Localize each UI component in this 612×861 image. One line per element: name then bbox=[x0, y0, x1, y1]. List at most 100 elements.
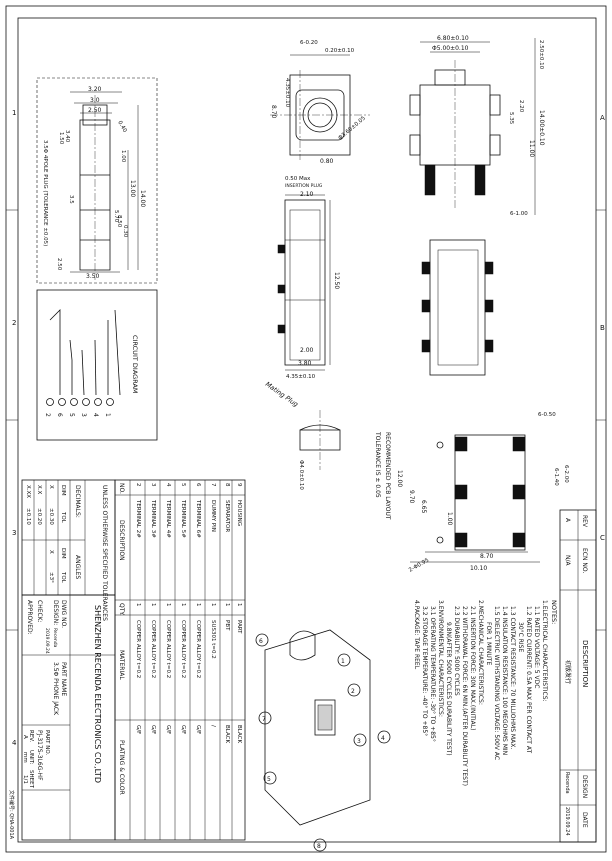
file-number: 文件编号: QHA-001A bbox=[8, 790, 15, 840]
pcb-dim-1.00: 1.00 bbox=[446, 512, 453, 526]
bom-header-material: MATERIAL bbox=[118, 650, 125, 680]
tol-r1-tol: ±0.20 bbox=[36, 508, 42, 525]
right-dim-2.20: 2.20 bbox=[518, 100, 524, 113]
front-dim-8.70: 8.70 bbox=[270, 105, 277, 119]
pcb-dim-2-phi0.95: 2-Φ0.95 bbox=[408, 557, 431, 573]
bom-cell: COPPER ALLOY t=0.2 bbox=[195, 620, 201, 678]
note-line: 4.PACKAGE: TAPE REEL bbox=[413, 600, 420, 670]
tol-r0-dim2: X bbox=[48, 550, 54, 554]
design-label: DESIGN: bbox=[52, 600, 59, 625]
callout-7: 7 bbox=[262, 716, 266, 723]
tol-h-tol2: TOL bbox=[60, 571, 66, 584]
note-line: 1.2 RATED CURRENT: 0.5A MAX PER CONTACT … bbox=[525, 606, 532, 753]
mating-plug-dim: Φ4.0±0.10 bbox=[298, 460, 304, 490]
plug-dim-8.50: 8.50 bbox=[116, 215, 122, 228]
tolerance-angles: ANGLES bbox=[74, 555, 81, 579]
tol-r0-dim: X bbox=[48, 485, 54, 489]
note-line: 3.1 OPERATING TEMPERATURE: -30° TO +85° bbox=[429, 606, 436, 742]
tolerance-decimals: DECIMALS: bbox=[74, 485, 81, 518]
dwg-no-label: DWG NO. bbox=[60, 600, 67, 628]
inner-frame bbox=[17, 17, 597, 843]
bom-cell: 2 bbox=[135, 483, 141, 487]
plug-view: 3.20 3.0 2.50 0.40 1.50 3.40 3.5 5.70 0.… bbox=[36, 77, 158, 284]
plug-dim-3.50: 3.50 bbox=[86, 273, 100, 280]
note-line: 3.2 STORAGE TEMPERATURE: -40° TO +85° bbox=[421, 606, 428, 736]
tol-r0-tol: ±0.30 bbox=[48, 508, 54, 525]
right-dim-14.00: 14.00±0.10 bbox=[538, 110, 545, 146]
bom-cell: TERMINAL 2# bbox=[135, 499, 141, 538]
plug-dim-14.00: 14.00 bbox=[139, 190, 146, 207]
note-line: FOR 1 MINUTE bbox=[485, 622, 492, 665]
date-header: DATE bbox=[581, 812, 588, 828]
bom-cell: TERMINAL 5# bbox=[180, 499, 186, 538]
note-line: 1.4 INSULATION RESISTANCE: 100 MEGOHMS M… bbox=[501, 606, 508, 755]
rev-value: A bbox=[564, 518, 571, 523]
plug-dim-0.30: 0.30 bbox=[122, 225, 128, 238]
tol-r2-tol: ±0.10 bbox=[25, 508, 31, 525]
part-no-value: PJ-317S-3L6G-HF bbox=[36, 730, 43, 781]
date-value: 2019.09.24 bbox=[564, 807, 570, 836]
pcb-layout: RECOMMENDED PCB LAYOUT TOLERANCE IS ± 0.… bbox=[264, 380, 569, 574]
bom-cell: 1 bbox=[150, 603, 156, 607]
circuit-pin-2: 2 bbox=[44, 413, 51, 417]
bom-cell: 7 bbox=[210, 483, 216, 487]
bom-cell: 1 bbox=[236, 603, 242, 607]
zone-1: 1 bbox=[12, 109, 16, 117]
part-no-label: PART NO. bbox=[44, 730, 50, 755]
bom-cell: 1 bbox=[210, 603, 216, 607]
callout-6: 6 bbox=[259, 638, 263, 645]
note-line: 1.1 RATED VOLTAGE: 5 VDC bbox=[533, 606, 540, 688]
side-dim-2.00: 2.00 bbox=[300, 347, 314, 354]
bom-cell: 8 bbox=[224, 483, 230, 487]
callout-5: 5 bbox=[267, 776, 271, 783]
unit-value: mm bbox=[22, 752, 28, 763]
unit-label: UNIT: bbox=[28, 750, 34, 765]
rev-header: REV bbox=[581, 515, 588, 528]
zone-3: 3 bbox=[12, 529, 16, 537]
note-line: 1.5 DIELECTRIC WITHSTANDING VOLTAGE: 500… bbox=[493, 606, 500, 760]
plug-label: 3.5Φ 4POLE PLUG (TOLERANCE ±0.05) bbox=[42, 140, 48, 246]
outer-frame bbox=[5, 5, 607, 853]
plug-dim-1.00: 1.00 bbox=[120, 150, 126, 163]
pcb-dim-10.10: 10.10 bbox=[470, 565, 487, 572]
bom-cell: G/F bbox=[135, 725, 141, 734]
bom-cell: COPPER ALLOY t=0.2 bbox=[150, 620, 156, 678]
bom-cell: 1 bbox=[135, 603, 141, 607]
bom-cell: PART bbox=[236, 620, 242, 634]
bom-cell: G/F bbox=[150, 725, 156, 734]
right-dim-6.80: 6.80±0.10 bbox=[437, 35, 469, 42]
front-dim-0.80: 0.80 bbox=[320, 158, 334, 165]
side-dim-3.80: 3.80 bbox=[298, 360, 312, 367]
isometric-view: 6 1 2 3 4 5 8 7 bbox=[255, 629, 391, 852]
callout-4: 4 bbox=[381, 735, 385, 742]
plug-dim-3.5: 3.5 bbox=[68, 195, 74, 204]
right-dim-6-1.00: 6-1.00 bbox=[510, 211, 528, 217]
top-view bbox=[421, 239, 494, 376]
bom-cell: SEPARATOR bbox=[224, 500, 230, 532]
note-line: 2.3 DURABILITY: 5000 CYCLES bbox=[453, 606, 460, 696]
pcb-dim-9.70: 9.70 bbox=[408, 490, 415, 504]
front-dim-0.20: 0.20±0.10 bbox=[325, 48, 355, 54]
front-view: 6-0.20 0.20±0.10 4.35±0.10 8.70 Φ3.60±0.… bbox=[270, 40, 370, 165]
zone-c: C bbox=[600, 534, 605, 542]
pcb-dim-6.65: 6.65 bbox=[420, 500, 427, 514]
bom-cell: 5 bbox=[180, 483, 186, 487]
bom-header-desc: DESCRIPTION bbox=[118, 520, 125, 561]
plug-dim-3.40: 3.40 bbox=[64, 130, 70, 143]
approved-label: APPROVED: bbox=[26, 600, 33, 635]
callout-2: 2 bbox=[351, 688, 355, 695]
pcb-dim-6-1.40: 6-1.40 bbox=[553, 468, 559, 486]
right-dim-phi5.00: Φ5.00±0.10 bbox=[432, 45, 469, 52]
note-line: 2.MECHANICAL CHARACTERISTICS: bbox=[477, 600, 484, 705]
bom-cell: / bbox=[210, 725, 216, 727]
note-line: 2.1 INSERTION FORCE: 30N MAX.(INITIAL) bbox=[469, 606, 476, 730]
callout-3: 3 bbox=[357, 738, 361, 745]
plug-dim-2.50b: 2.50 bbox=[56, 258, 62, 271]
tol-r2-dim: X.XX bbox=[25, 485, 31, 498]
part-name-label: PART NAME bbox=[60, 662, 67, 696]
bom-cell: PBT bbox=[224, 620, 230, 631]
right-dim-5.35: 5.35 bbox=[508, 112, 514, 125]
plug-dim-5.70: 5.70 bbox=[113, 210, 119, 223]
